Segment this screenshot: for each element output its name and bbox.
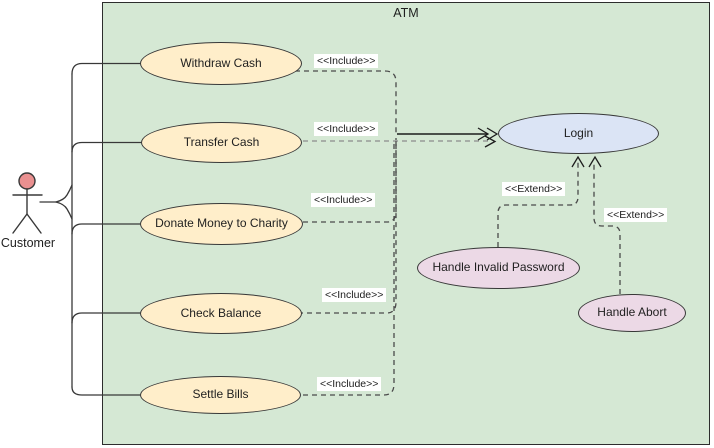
use-case-handle-abort[interactable]: Handle Abort <box>578 294 686 332</box>
association-withdraw <box>71 62 141 75</box>
use-case-label: Handle Invalid Password <box>432 260 565 275</box>
use-case-label: Withdraw Cash <box>180 55 262 70</box>
association-fork-down <box>55 201 73 220</box>
extend-edges <box>497 155 621 294</box>
association-check <box>71 312 141 324</box>
actor-figure[interactable] <box>12 172 43 234</box>
use-case-label: Transfer Cash <box>183 134 260 149</box>
extend-label-invalid-password[interactable]: <<Extend>> <box>502 182 566 196</box>
extend-edge-abort <box>593 161 621 294</box>
include-arrowheads <box>477 127 499 148</box>
association-settle <box>71 386 141 396</box>
include-label-donate[interactable]: <<Include>> <box>311 193 376 207</box>
use-case-donate-money[interactable]: Donate Money to Charity <box>140 203 303 245</box>
arrowhead-extend-1 <box>571 155 585 168</box>
use-case-check-balance[interactable]: Check Balance <box>140 293 302 334</box>
include-label-withdraw[interactable]: <<Include>> <box>314 54 379 68</box>
use-case-transfer-cash[interactable]: Transfer Cash <box>141 122 302 163</box>
use-case-login[interactable]: Login <box>498 113 659 154</box>
system-title: ATM <box>393 6 419 20</box>
association-donate <box>71 223 141 235</box>
include-label-transfer[interactable]: <<Include>> <box>314 122 379 136</box>
include-edge-withdraw <box>295 70 397 133</box>
extend-label-abort[interactable]: <<Extend>> <box>604 208 668 222</box>
use-case-label: Check Balance <box>180 305 262 320</box>
use-case-label: Settle Bills <box>192 387 249 402</box>
actor-head <box>18 172 36 190</box>
association-fork-up <box>55 184 73 203</box>
use-case-settle-bills[interactable]: Settle Bills <box>140 376 301 414</box>
actor-legs <box>12 213 42 234</box>
extend-edge-invalid-password <box>497 161 579 247</box>
use-case-label: Login <box>563 125 594 140</box>
include-edge-settle <box>300 141 395 396</box>
include-label-settle[interactable]: <<Include>> <box>317 377 382 391</box>
use-case-label: Handle Abort <box>597 305 667 320</box>
use-case-withdraw-cash[interactable]: Withdraw Cash <box>140 42 302 85</box>
actor-association-lines <box>39 62 142 396</box>
arrowhead-extend-2 <box>588 155 602 168</box>
use-case-label: Donate Money to Charity <box>155 216 288 231</box>
include-label-check[interactable]: <<Include>> <box>322 288 387 302</box>
include-edge-donate <box>303 138 397 223</box>
arrowhead-include-3 <box>484 135 497 148</box>
use-case-handle-invalid-password[interactable]: Handle Invalid Password <box>417 247 580 289</box>
association-transfer <box>71 141 142 153</box>
actor-label: Customer <box>0 236 56 250</box>
include-edges <box>295 70 488 396</box>
arrowhead-include-2 <box>477 127 490 141</box>
arrowhead-include-1 <box>486 127 499 141</box>
